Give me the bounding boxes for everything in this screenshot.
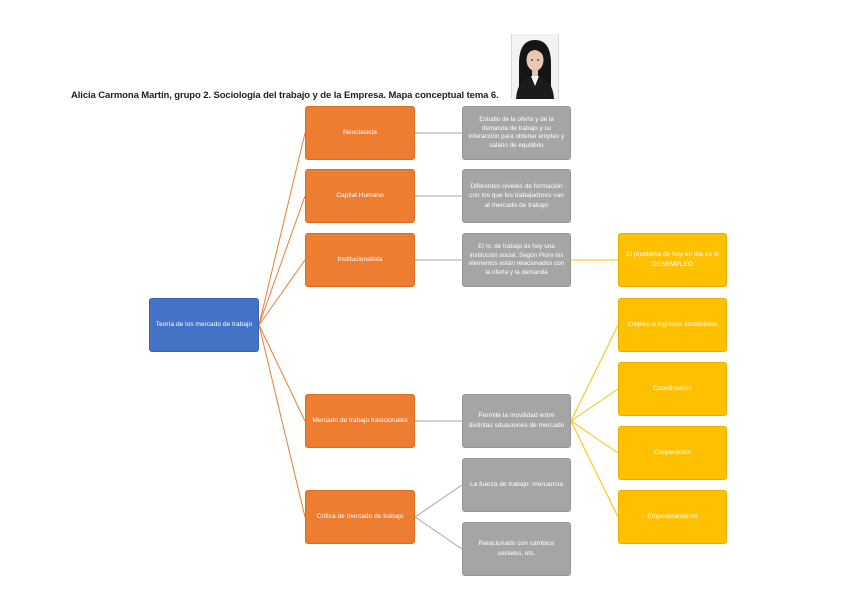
node-desempleo-label: El problema de hoy en día es el DESEMPLE… bbox=[626, 251, 719, 268]
node-capital-humano-label: Capital Humano bbox=[336, 192, 384, 200]
branch-connectors bbox=[414, 132, 463, 550]
node-capital-detail-label: Diferentes niveles de formación con los … bbox=[469, 182, 564, 209]
node-capital-detail: Diferentes niveles de formación con los … bbox=[462, 169, 571, 223]
connector-critica-mercancia bbox=[414, 484, 463, 518]
node-coordinacion: Coordinación bbox=[618, 362, 727, 416]
node-empleo-ingresos: Empleo o ingresos sostenibles bbox=[618, 298, 727, 352]
node-cooperacion-label: Cooperación bbox=[653, 449, 692, 457]
node-cooperacion: Cooperación bbox=[618, 426, 727, 480]
connector-root-critica bbox=[258, 324, 306, 518]
node-institucionalista-label: Institucionalista bbox=[337, 256, 383, 264]
node-critica-mercancia: La fuerza de trabajo: mercancía bbox=[462, 458, 571, 512]
connector-root-institucionalista bbox=[258, 259, 306, 326]
node-empleo-ingresos-label: Empleo o ingresos sostenibles bbox=[627, 321, 718, 329]
connector-coordinacion bbox=[570, 388, 619, 422]
node-capital-humano: Capital Humano bbox=[305, 169, 415, 223]
page-title: Alicia Carmona Martín, grupo 2. Sociolog… bbox=[71, 90, 499, 101]
node-institucional-detail: El m. de trabajo es hoy una institución … bbox=[462, 233, 571, 287]
node-mercado-transicionales-label: Mercado de trabajo trasicionales bbox=[312, 417, 408, 425]
connector-root-neoclasica bbox=[258, 132, 306, 326]
node-neoclasica-label: Neoclasicla bbox=[343, 129, 377, 137]
node-critica-mercado-label: Crítica de mercado de trabajo bbox=[316, 513, 404, 521]
student-portrait-icon bbox=[512, 34, 558, 99]
connector-empleo bbox=[570, 324, 619, 422]
root-node-label: Teoría de los mercado de trabajo bbox=[155, 321, 253, 329]
node-transicionales-detail: Permite la movilidad entre distintas sit… bbox=[462, 394, 571, 448]
connector-empoderamiento bbox=[570, 420, 619, 518]
node-mercado-transicionales: Mercado de trabajo trasicionales bbox=[305, 394, 415, 448]
node-empoderamiento-label: Empoderamiento bbox=[647, 513, 698, 521]
node-critica-mercado: Crítica de mercado de trabajo bbox=[305, 490, 415, 544]
connector-cooperacion bbox=[570, 420, 619, 454]
connector-root-capital-humano bbox=[258, 195, 306, 326]
node-coordinacion-label: Coordinación bbox=[653, 385, 692, 393]
node-neoclasica-detail-label: Estudio de la oferta y de la demanda de … bbox=[468, 116, 565, 149]
node-critica-cambios-label: Relacionado con cambios sociales, etc. bbox=[478, 540, 555, 557]
node-critica-mercancia-label: La fuerza de trabajo: mercancía bbox=[469, 481, 564, 489]
node-neoclasica: Neoclasicla bbox=[305, 106, 415, 160]
node-transicionales-detail-label: Permite la movilidad entre distintas sit… bbox=[468, 412, 565, 429]
root-node: Teoría de los mercado de trabajo bbox=[149, 298, 259, 352]
node-neoclasica-detail: Estudio de la oferta y de la demanda de … bbox=[462, 106, 571, 160]
connector-root-transicionales bbox=[258, 324, 306, 422]
connector-critica-cambios bbox=[414, 516, 463, 550]
node-empoderamiento: Empoderamiento bbox=[618, 490, 727, 544]
node-institucionalista: Institucionalista bbox=[305, 233, 415, 287]
root-connectors bbox=[258, 132, 306, 518]
node-critica-cambios: Relacionado con cambios sociales, etc. bbox=[462, 522, 571, 576]
portrait-photo bbox=[511, 34, 559, 99]
leaf-connectors bbox=[570, 259, 619, 518]
node-desempleo: El problema de hoy en día es el DESEMPLE… bbox=[618, 233, 727, 287]
node-institucional-detail-label: El m. de trabajo es hoy una institución … bbox=[468, 243, 565, 276]
